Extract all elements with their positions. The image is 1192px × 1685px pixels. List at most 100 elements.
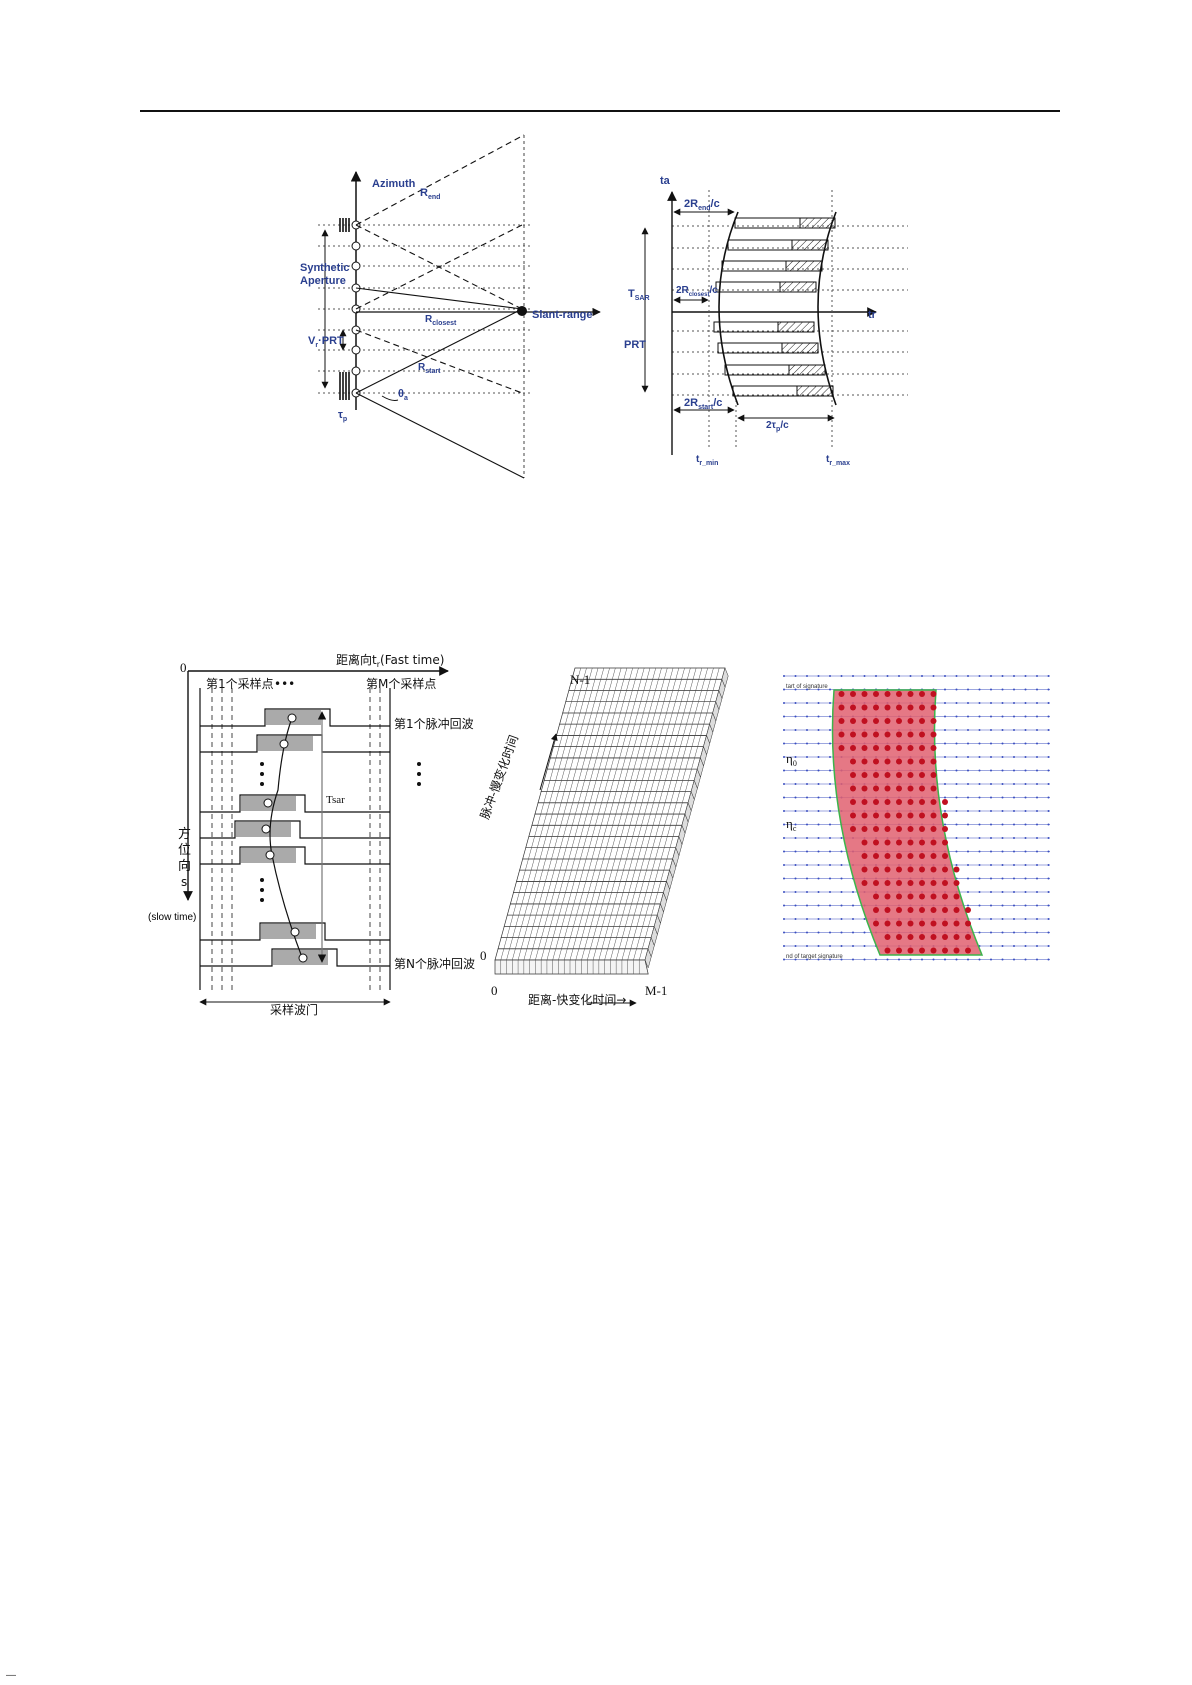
matrix-cell-divider [591,679,596,691]
matrix-cell-divider [570,926,574,938]
matrix-cell-divider [658,667,662,680]
signature-sample [861,718,868,724]
matrix-cell-divider [543,813,547,826]
matrix-cell-divider [655,679,659,691]
signature-sample [873,826,879,832]
grid-sample [806,850,808,853]
signature-sample [942,799,948,805]
grid-sample [863,675,866,677]
matrix-cell-divider [549,791,553,803]
grid-sample [783,675,785,677]
matrix-cell-divider [551,825,556,837]
matrix-cell-divider [587,926,592,938]
matrix-cell-divider [610,926,615,938]
signature-sample [884,718,891,724]
matrix-cell-divider [674,735,678,747]
matrix-cell-divider [688,746,693,758]
matrix-cell-divider [659,746,664,758]
matrix-cell-divider [538,915,543,927]
matrix-cell-divider [550,892,555,904]
matrix-cell-divider [610,780,614,792]
matrix-cell-divider [639,903,644,916]
matrix-cell-divider [547,903,552,916]
matrix-cell-divider [649,679,653,691]
matrix-cell-divider [622,881,627,893]
matrix-cell-divider [653,746,658,758]
grid-sample [829,850,831,853]
matrix-cell-divider [568,870,572,882]
grid-sample [875,958,877,961]
matrix-cell-divider [645,926,649,938]
matrix-cell-divider [654,701,659,713]
grid-sample [829,891,831,893]
grid-sample [978,918,981,920]
grid-sample [1001,823,1004,826]
matrix-cell-divider [587,780,591,792]
matrix-cell-divider [670,813,674,826]
signature-sample [953,866,960,873]
signature-sample [907,826,914,832]
matrix-cell-divider [591,701,595,713]
matrix-cell-divider [654,724,658,736]
signature-sample [873,772,879,778]
grid-sample [944,675,946,677]
matrix-cell-divider [643,679,648,691]
matrix-cell-divider [663,712,667,725]
matrix-cell-divider [683,701,688,713]
matrix-cell-divider [527,870,532,882]
grid-sample [955,796,958,799]
matrix-cell-divider [642,746,647,758]
matrix-cell-divider [649,847,653,859]
grid-sample [794,742,797,745]
matrix-cell-divider [565,836,570,848]
azimuth-char-3: 向 [178,858,191,874]
grid-sample [1047,756,1050,758]
matrix-cell-divider [669,690,673,702]
grid-sample [955,810,958,812]
grid-sample [829,864,831,866]
grid-sample [967,837,969,839]
signature-sample [884,866,891,873]
matrix-cell-divider [695,701,699,713]
matrix-cell-divider [647,791,652,803]
matrix-cell-divider [661,802,666,815]
grid-sample [1013,877,1015,880]
matrix-cell-divider [529,948,533,961]
s-label: s [181,875,187,889]
matrix-cell-divider [678,802,683,815]
matrix-cell-divider [579,870,584,882]
matrix-cell-divider [557,847,561,859]
grid-sample [783,918,785,920]
matrix-cell-divider [518,881,523,893]
matrix-cell-divider [589,791,594,803]
signature-sample [873,853,879,859]
matrix-cell-divider [633,757,638,770]
matrix-cell-divider [548,813,553,826]
matrix-cell-divider [656,757,661,770]
matrix-cell-divider [591,847,596,859]
grid-sample [978,729,981,731]
matrix-cell-divider [555,791,559,803]
matrix-cell-divider [585,724,589,736]
matrix-cell-divider [593,757,597,770]
matrix-cell-divider [615,825,619,837]
matrix-cell-divider [538,892,543,904]
matrix-cell-divider [627,948,632,961]
matrix-cell-divider [586,825,590,837]
grid-sample [794,715,797,718]
grid-sample [955,715,958,718]
matrix-cell-divider [682,791,686,803]
signature-sample [861,812,868,819]
matrix-cell-divider [653,769,658,781]
matrix-cell-divider [610,903,615,916]
grid-sample [1013,675,1015,677]
grid-sample [1047,945,1050,947]
matrix-cell-divider [608,892,612,904]
matrix-cell-divider [666,847,671,859]
n-minus-1-label: N-1 [570,672,590,687]
matrix-cell-divider [668,757,672,770]
matrix-cell-divider [616,903,621,916]
matrix-cell-divider [590,892,595,904]
grid-sample [1013,850,1015,853]
signature-sample [896,772,902,778]
